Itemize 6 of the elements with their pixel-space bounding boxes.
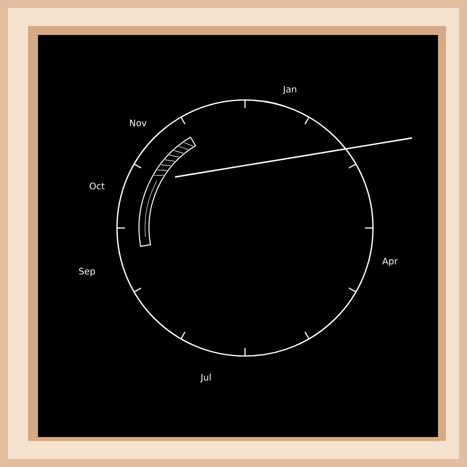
- month-label: Jul: [200, 374, 211, 382]
- month-label: Nov: [130, 120, 147, 126]
- month-label: Oct: [90, 182, 105, 190]
- month-label: Apr: [382, 258, 398, 266]
- month-label: Jan: [282, 86, 296, 94]
- month-label: Sep: [79, 268, 95, 276]
